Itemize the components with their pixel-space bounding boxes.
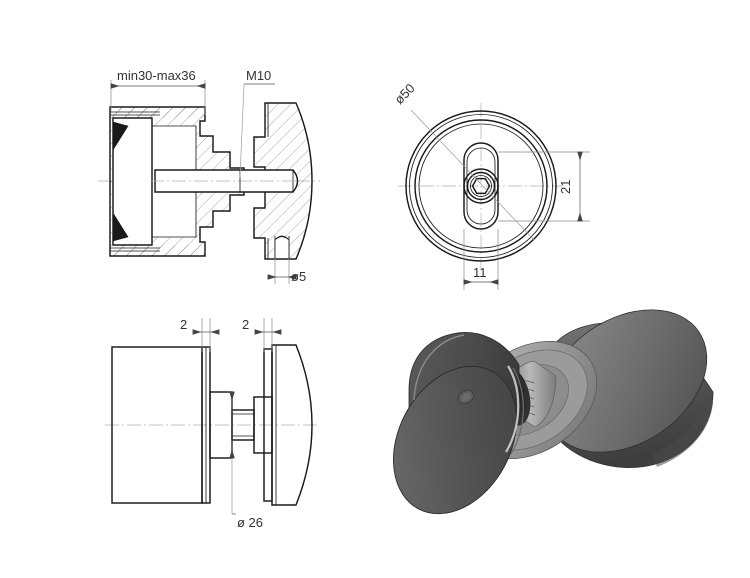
section-sleeve-ring-bot — [110, 245, 205, 256]
section-chamfer-top — [112, 121, 129, 152]
iso-cap-collar-ring — [505, 365, 520, 453]
iso-cap-collar-ring-2 — [510, 367, 524, 455]
front-screw-ring-2 — [466, 171, 496, 201]
section-setscrew-outline — [274, 236, 290, 258]
front-outer-circle-inner — [409, 114, 553, 258]
section-body-outline — [109, 106, 245, 257]
dim-d50-leader — [410, 109, 535, 241]
view-front: ø50 21 11 — [391, 81, 590, 290]
dim-shaft-diameter-label: ø 26 — [237, 515, 263, 530]
iso-cap-face — [393, 365, 517, 515]
front-screw-ring-1 — [463, 168, 499, 204]
view-iso — [393, 309, 714, 515]
section-chamfer-bottom — [112, 211, 129, 242]
dim-setscrew-label: ø5 — [291, 269, 306, 284]
section-cavity — [113, 118, 152, 245]
iso-body-shade — [652, 388, 713, 467]
section-setscrew-fill — [275, 239, 289, 258]
front-screw-ring-3 — [470, 175, 492, 197]
front-outer-circle — [405, 110, 557, 262]
section-sleeve-ring-top — [110, 107, 205, 118]
view-section: min30-max36 M10 ø5 — [98, 68, 320, 284]
section-cavity-outline-2 — [151, 125, 197, 238]
dim-boss-height-label: 21 — [558, 180, 573, 194]
dim-m10-leader — [239, 83, 245, 179]
dim-glass-thickness-label: min30-max36 — [117, 68, 196, 83]
iso-cap-rim-highlight — [413, 334, 465, 401]
front-hex-socket — [471, 177, 491, 195]
dim-boss-width-label: 11 — [473, 265, 487, 280]
front-face-circle-2 — [418, 123, 544, 249]
dim-thread-label: M10 — [246, 68, 271, 83]
side-cap — [271, 344, 313, 506]
iso-setscrew-dimple-inner — [461, 393, 471, 401]
front-face-circle — [414, 119, 548, 253]
dim-body-diameter-label: ø50 — [391, 81, 417, 108]
section-cap-outline — [253, 102, 313, 260]
view-side: 2 2 ø 26 — [105, 317, 320, 530]
section-cavity-outline — [112, 117, 153, 246]
dim-gasket-right-label: 2 — [242, 317, 249, 332]
dim-gasket-left-label: 2 — [180, 317, 187, 332]
